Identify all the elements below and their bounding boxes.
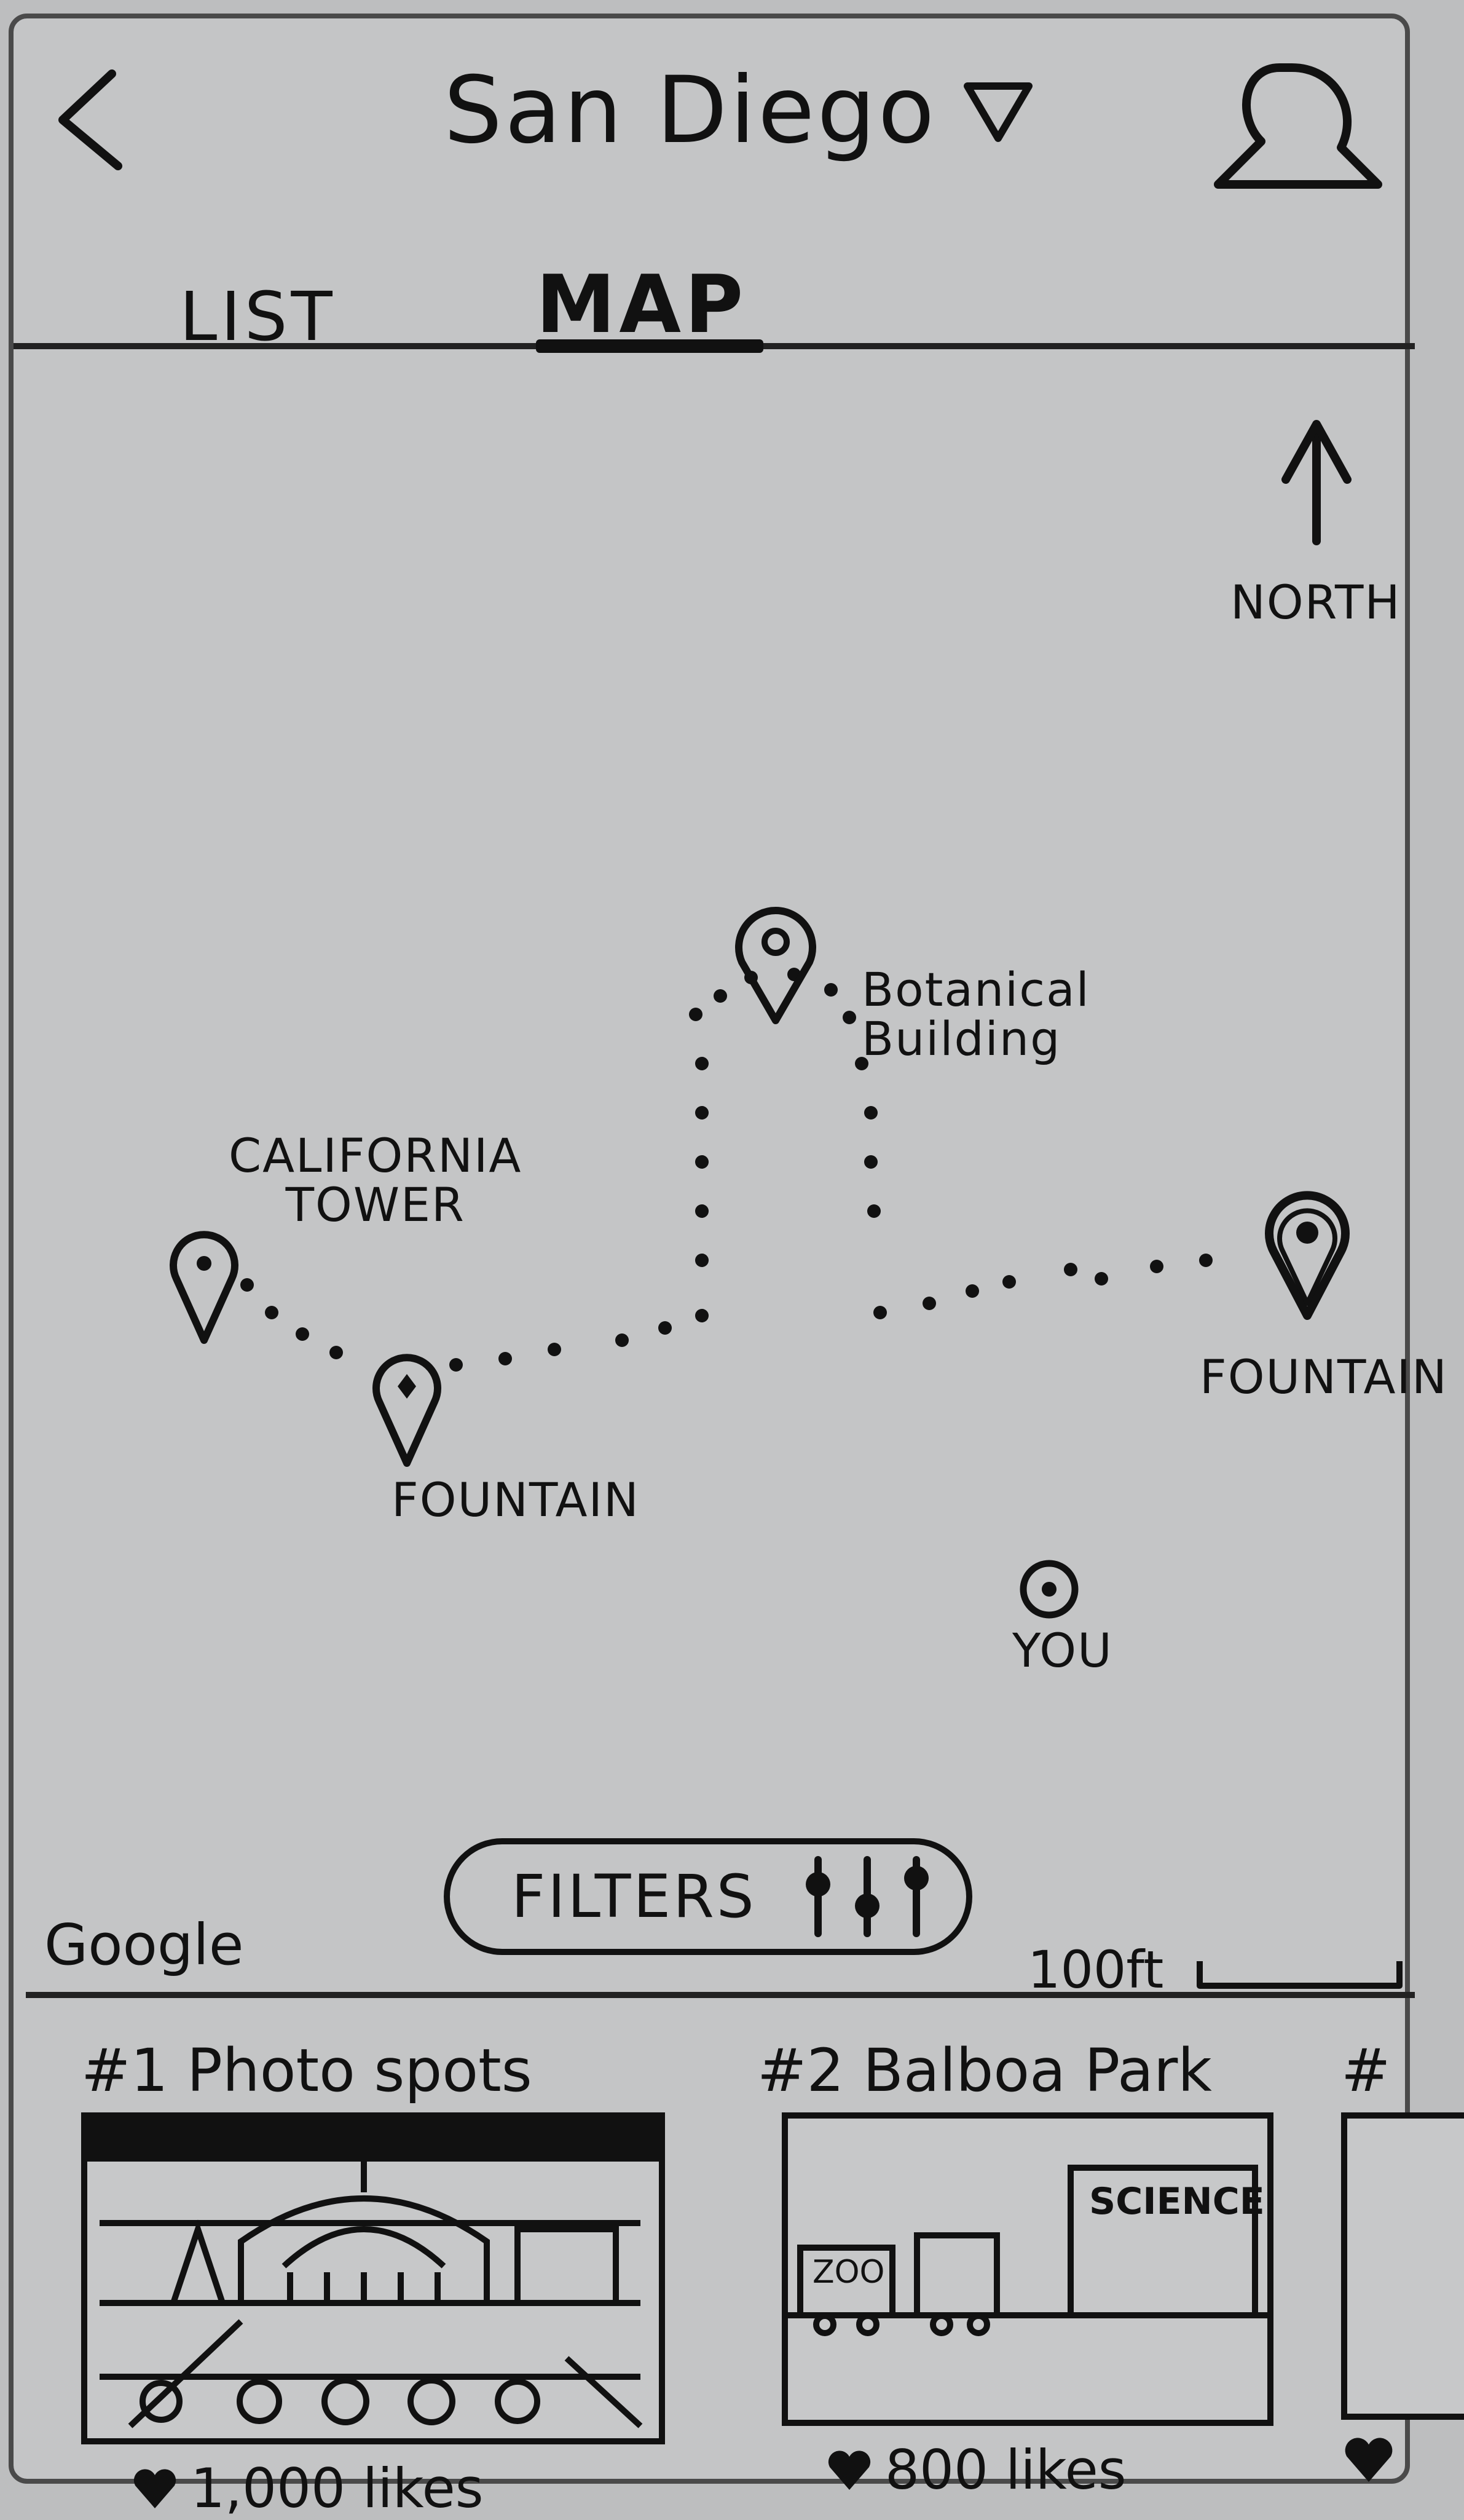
card-title: #1 Photo spots	[81, 2036, 532, 2105]
tab-active-indicator	[536, 339, 763, 353]
pin-label-fountain-west: FOUNTAIN	[392, 1472, 640, 1527]
route-overlay	[240, 968, 1213, 1372]
pin-label-california-tower: CALIFORNIA TOWER	[229, 1128, 522, 1232]
likes-count: 1,000 likes	[191, 2457, 484, 2520]
map-pin-icon	[170, 1231, 238, 1344]
park-sketch-image	[788, 2165, 1267, 2336]
filters-button[interactable]: FILTERS	[444, 1838, 972, 1955]
photo-spot-card-2[interactable]: #2 Balboa Park SCIENCE ZOO 800 likes	[757, 2041, 1310, 2502]
chevron-left-icon	[58, 69, 122, 170]
triangle-down-icon	[964, 82, 1033, 142]
sign-zoo-label: ZOO	[813, 2254, 885, 2291]
heart-icon	[828, 2450, 871, 2490]
user-icon	[1214, 63, 1382, 189]
phone-frame: San Diego LIST MAP	[9, 14, 1464, 2520]
map-pin-fountain-east[interactable]	[1261, 1187, 1353, 1324]
city-selector[interactable]: San Diego	[444, 55, 1035, 166]
map-scale-bar	[1197, 1961, 1403, 1989]
photo-top-bar	[87, 2119, 659, 2162]
card-title: #2 Balboa Park	[757, 2036, 1212, 2105]
card-title: #	[1341, 2036, 1391, 2105]
map-pin-icon	[735, 907, 816, 1024]
pin-label-fountain-east: FOUNTAIN	[1200, 1349, 1448, 1404]
filters-label: FILTERS	[511, 1862, 757, 1931]
map-pin-icon	[1265, 1191, 1350, 1320]
city-title: San Diego	[444, 57, 937, 164]
back-button[interactable]	[44, 61, 130, 172]
user-location-marker[interactable]	[1015, 1555, 1083, 1625]
map-pin-california-tower[interactable]	[167, 1230, 241, 1349]
card-photo: SCIENCE ZOO	[782, 2112, 1273, 2426]
card-likes: 1,000 likes	[81, 2457, 671, 2520]
cards-divider	[26, 1992, 1415, 1998]
map-scale-label: 100ft	[1028, 1940, 1164, 2000]
map-view[interactable]: NORTH Botanical Building CALIFORNIA TOWE…	[14, 350, 1447, 1998]
heart-icon	[1345, 2438, 1393, 2482]
card-likes	[1341, 2432, 1415, 2487]
profile-button[interactable]	[1194, 43, 1390, 203]
sliders-icon	[805, 1856, 929, 1937]
likes-count: 800 likes	[885, 2438, 1127, 2502]
location-dot-icon	[1020, 1560, 1079, 1619]
map-pin-botanical-building[interactable]	[726, 904, 825, 1029]
north-arrow-icon	[1281, 420, 1352, 545]
building-sketch-image	[100, 2162, 643, 2428]
tab-list[interactable]: LIST	[179, 277, 336, 356]
photo-spot-card-3[interactable]: #	[1341, 2036, 1464, 2487]
card-photo	[1341, 2112, 1464, 2420]
map-pin-fountain-west[interactable]	[370, 1353, 444, 1472]
compass-label: NORTH	[1230, 575, 1401, 630]
card-likes: 800 likes	[757, 2438, 1310, 2502]
heart-icon	[133, 2468, 176, 2508]
map-pin-icon	[372, 1354, 441, 1467]
tab-map[interactable]: MAP	[536, 258, 747, 351]
card-photo	[81, 2112, 665, 2444]
pin-label-botanical-building: Botanical Building	[862, 962, 1090, 1066]
photo-spot-card-1[interactable]: #1 Photo spots	[81, 2041, 671, 2520]
user-location-label: YOU	[1012, 1623, 1113, 1678]
google-attribution: Google	[44, 1912, 244, 1978]
sign-science-label: SCIENCE	[1089, 2180, 1265, 2223]
